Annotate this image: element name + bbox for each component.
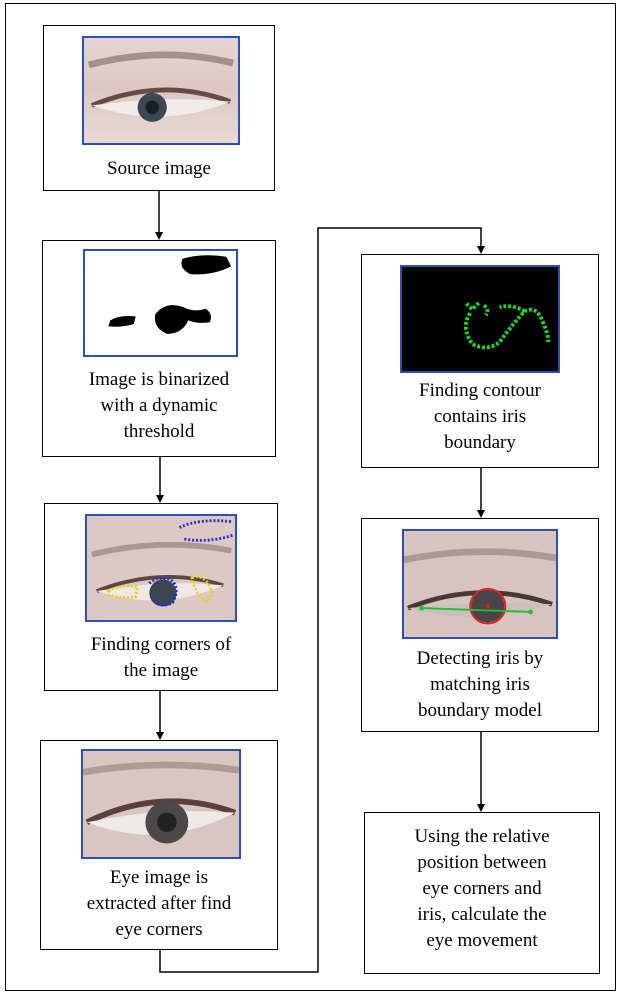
binary-eye-image	[83, 249, 238, 357]
corner-points-image	[85, 514, 237, 622]
movement-label-1: Using the relative	[414, 826, 550, 847]
iris-label-3: boundary model	[417, 700, 542, 721]
movement-label-4: iris, calculate the	[417, 904, 547, 925]
arrow-extract-to-contour	[159, 227, 485, 973]
corners-label-2: the image	[123, 660, 199, 681]
binarize-label-2: with a dynamic	[100, 395, 218, 416]
extract-label-3: eye corners	[115, 919, 203, 940]
iris-label-1: Detecting iris by	[416, 648, 544, 669]
step-find-corners: Finding corners of the image	[44, 503, 278, 691]
iris-label-2: matching iris	[430, 674, 530, 695]
movement-label-5: eye movement	[426, 930, 538, 951]
contour-image	[400, 265, 560, 373]
binarize-label-3: threshold	[123, 421, 195, 442]
extracted-eye-image	[81, 749, 241, 859]
corners-label-1: Finding corners of	[90, 634, 232, 655]
step-binarize: Image is binarized with a dynamic thresh…	[42, 240, 276, 457]
iris-detection-image	[402, 529, 558, 639]
step-detect-iris: Detecting iris by matching iris boundary…	[361, 518, 599, 732]
source-image-label: Source image	[107, 158, 211, 179]
source-eye-image	[82, 36, 240, 145]
step-find-contour: Finding contour contains iris boundary	[361, 254, 599, 468]
movement-label-3: eye corners and	[422, 878, 542, 899]
movement-label-2: position between	[417, 852, 547, 873]
step-extract-eye: Eye image is extracted after find eye co…	[40, 740, 278, 950]
binarize-label-1: Image is binarized	[88, 369, 230, 390]
step-source-image: Source image	[43, 25, 275, 191]
step-calculate-movement: Using the relative position between eye …	[364, 812, 600, 974]
contour-label-2: contains iris	[433, 406, 527, 427]
contour-label-3: boundary	[444, 432, 516, 453]
contour-label-1: Finding contour	[419, 380, 541, 401]
extract-label-2: extracted after find	[86, 893, 232, 914]
diagram-frame	[5, 3, 616, 991]
extract-label-1: Eye image is	[109, 867, 209, 888]
